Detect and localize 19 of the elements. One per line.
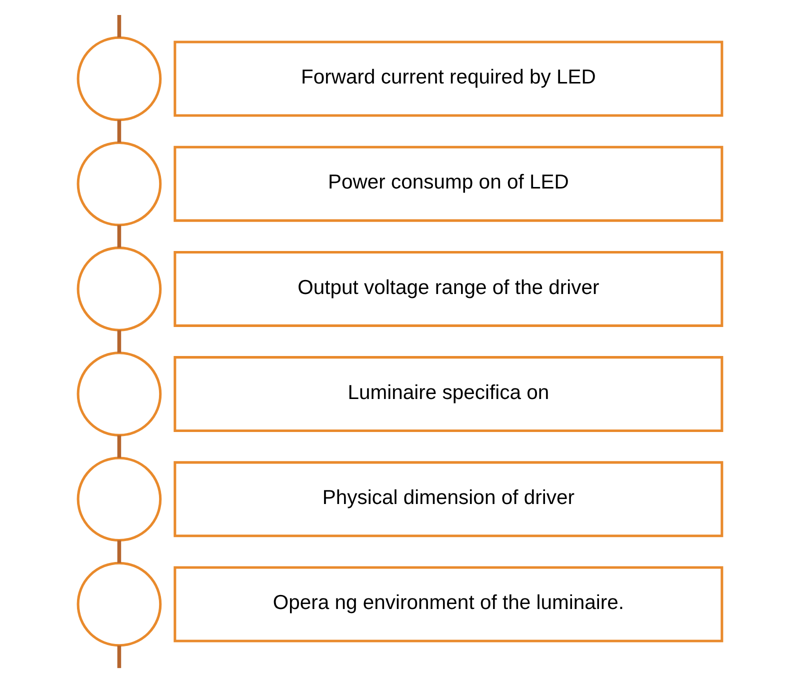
- connector: [116, 330, 121, 353]
- node-circle: [76, 562, 162, 647]
- node-box: Power consump on of LED: [173, 146, 723, 222]
- node-circle: [76, 141, 162, 226]
- node-box: Output voltage range of the driver: [173, 250, 723, 327]
- node-circle: [76, 246, 162, 332]
- connector: [116, 435, 121, 458]
- node-circle: [76, 456, 162, 542]
- connector: [116, 120, 121, 143]
- node-box: Forward current required by LED: [173, 40, 723, 117]
- node-circle: [76, 36, 162, 122]
- node-circle: [76, 352, 162, 436]
- node-box: Opera ng environment of the luminaire.: [173, 566, 723, 642]
- connector: [116, 15, 121, 38]
- node-box: Luminaire specifica on: [173, 356, 723, 432]
- connector: [116, 540, 121, 563]
- connector: [116, 646, 121, 668]
- node-box: Physical dimension of driver: [173, 461, 723, 538]
- connector: [116, 225, 121, 248]
